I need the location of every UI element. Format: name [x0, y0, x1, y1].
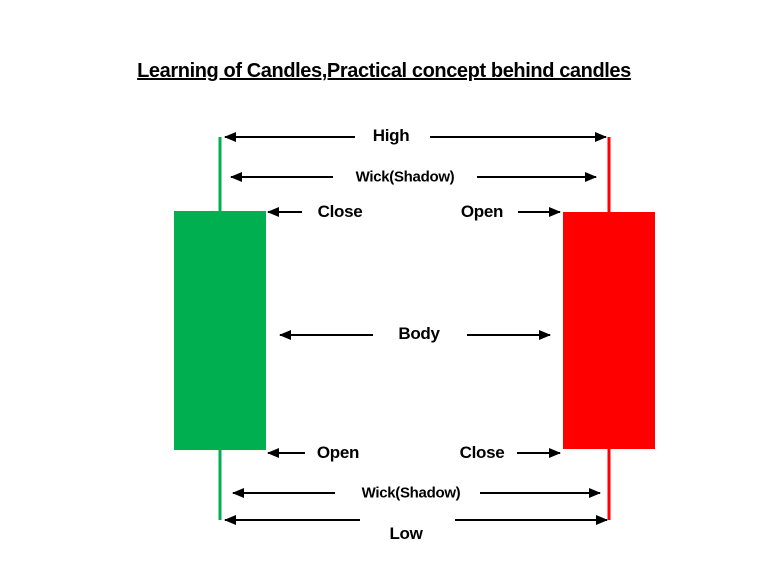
close-bottom-label: Close [459, 443, 505, 462]
open-bottom-label: Open [316, 443, 360, 462]
page-title: Learning of Candles,Practical concept be… [137, 60, 631, 82]
bullish-candle-body [174, 211, 266, 450]
close-top-label: Close [317, 202, 363, 221]
bearish-candle-body [563, 212, 655, 449]
body-label: Body [398, 324, 440, 343]
low-label: Low [389, 524, 423, 543]
wick-shadow-bottom-label: Wick(Shadow) [361, 484, 461, 502]
open-top-label: Open [460, 202, 504, 221]
high-label: High [372, 126, 410, 145]
wick-shadow-top-label: Wick(Shadow) [355, 168, 455, 186]
